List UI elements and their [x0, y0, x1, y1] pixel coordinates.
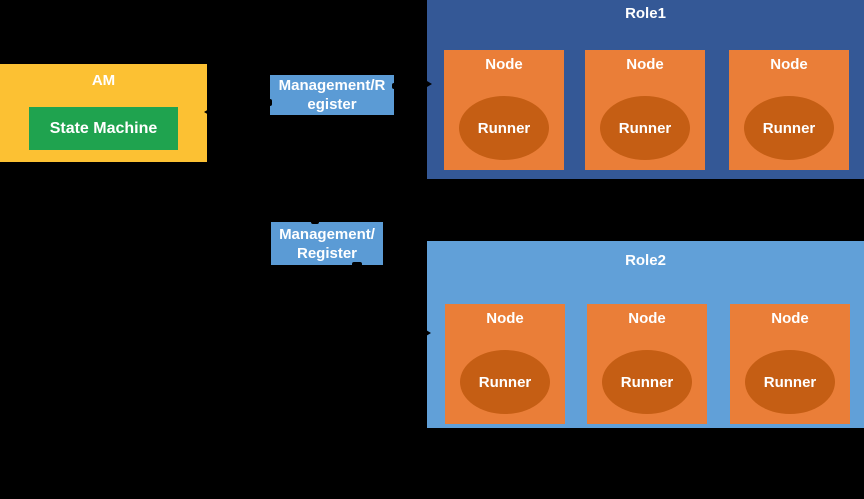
runner-label: Runner: [762, 119, 816, 137]
connector-nub: [264, 99, 272, 106]
runner-label: Runner: [763, 373, 817, 391]
am-title: AM: [91, 72, 116, 89]
runner-label: Runner: [477, 119, 531, 137]
role1-box: Role1 Node Runner Node Runner Node Runne…: [427, 0, 864, 179]
runner-ellipse: Runner: [745, 350, 835, 414]
connector-nub: [311, 218, 319, 224]
arrowhead-right-icon: [421, 327, 431, 339]
arrowhead-right-icon: [422, 78, 432, 90]
state-machine-label: State Machine: [49, 119, 158, 137]
arrowhead-left-icon: [204, 106, 214, 118]
am-box: AM State Machine: [0, 64, 207, 162]
node-box: Node Runner: [444, 50, 564, 170]
management-register-line: Register: [296, 244, 358, 262]
runner-ellipse: Runner: [602, 350, 692, 414]
management-register-box-2: Management/ Register: [271, 222, 383, 265]
node-label: Node: [626, 56, 664, 73]
management-register-box-1: Management/R egister: [270, 75, 394, 115]
node-box: Node Runner: [729, 50, 849, 170]
runner-ellipse: Runner: [744, 96, 834, 160]
node-box: Node Runner: [445, 304, 565, 424]
node-box: Node Runner: [730, 304, 850, 424]
role2-title: Role2: [625, 252, 666, 269]
role1-title: Role1: [625, 5, 666, 22]
state-machine-box: State Machine: [29, 107, 178, 150]
runner-label: Runner: [478, 373, 532, 391]
management-register-line: Management/: [279, 225, 375, 243]
runner-label: Runner: [620, 373, 674, 391]
node-box: Node Runner: [585, 50, 705, 170]
connector-nub: [392, 83, 399, 89]
role2-box: Role2 Node Runner Node Runner Node Runne…: [427, 241, 864, 428]
node-label: Node: [485, 56, 523, 73]
runner-ellipse: Runner: [600, 96, 690, 160]
node-label: Node: [486, 310, 524, 327]
runner-ellipse: Runner: [460, 350, 550, 414]
node-label: Node: [770, 56, 808, 73]
connector-nub: [352, 262, 362, 270]
node-label: Node: [771, 310, 809, 327]
management-register-line: Management/R: [278, 77, 386, 94]
node-box: Node Runner: [587, 304, 707, 424]
node-label: Node: [628, 310, 666, 327]
runner-label: Runner: [618, 119, 672, 137]
management-register-line: egister: [307, 96, 357, 113]
runner-ellipse: Runner: [459, 96, 549, 160]
